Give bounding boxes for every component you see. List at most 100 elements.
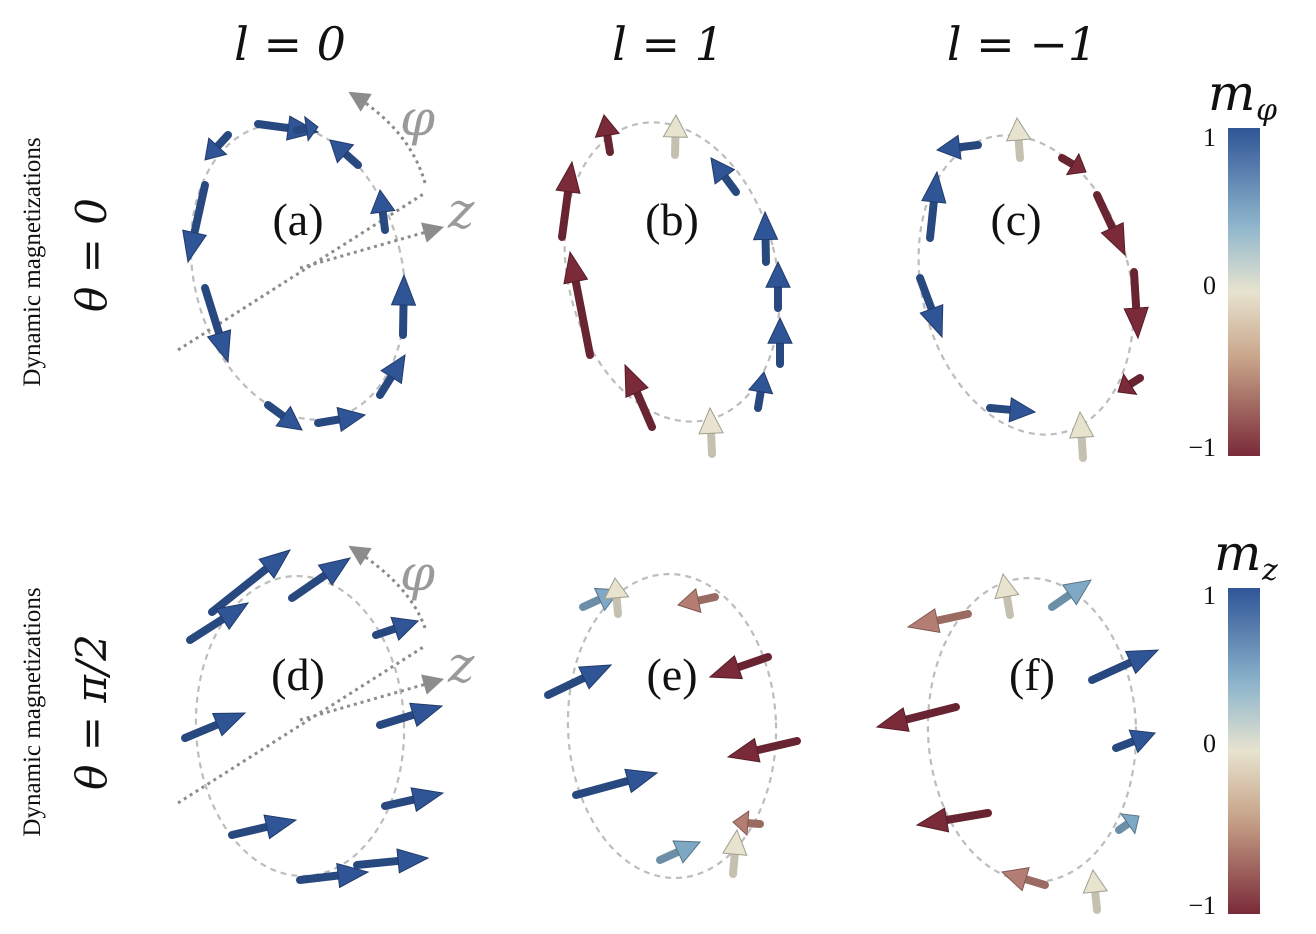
magnetization-arrow-c: [935, 134, 982, 160]
magnetization-arrow-e: [656, 840, 702, 864]
magnetization-arrow-c: [1005, 116, 1032, 162]
colorbar1-mid-label: 0: [1203, 271, 1216, 300]
magnetization-arrow-b: [594, 114, 621, 156]
phi-label-d: φ: [400, 544, 435, 602]
magnetization-arrow-a: [182, 181, 209, 264]
column-header-l0: l = 0: [234, 17, 346, 71]
magnetization-arrow-e: [677, 587, 719, 614]
magnetization-arrow-d: [353, 848, 430, 874]
z-label-a: z: [447, 182, 475, 240]
magnetization-arrow-f: [1088, 649, 1160, 684]
panel-label-b: (b): [645, 194, 699, 245]
ring-e: [566, 572, 778, 880]
colorbar-m-phi: m φ 1 0 −1: [1188, 64, 1277, 462]
magnetization-arrow-c: [921, 170, 947, 242]
magnetization-arrow-a: [390, 273, 417, 339]
magnetization-arrow-b: [765, 260, 791, 312]
z-axis-arrow-a: [299, 222, 445, 270]
magnetization-arrow-c: [1117, 373, 1144, 396]
colorbar-m-z: m z 1 0 −1: [1188, 524, 1278, 920]
magnetization-arrow-d: [296, 862, 370, 889]
z-label-d: z: [447, 636, 475, 694]
panel-label-e: (e): [646, 649, 697, 700]
colorbar1-symbol: m: [1208, 64, 1255, 122]
phi-label-a: φ: [400, 89, 435, 147]
magnetization-arrow-f: [1000, 867, 1049, 892]
ring-a: [189, 123, 407, 421]
magnetization-arrow-f: [994, 572, 1020, 619]
axes-d: [177, 545, 445, 805]
magnetization-arrow-a: [293, 115, 319, 142]
row2-theta-label: θ = π/2: [67, 634, 116, 790]
panel-label-f: (f): [1009, 649, 1055, 700]
column-header-l1: l = 1: [612, 17, 724, 71]
magnetization-arrow-a: [201, 284, 232, 364]
colorbar1-min-label: −1: [1188, 433, 1216, 462]
column-header-lminus1: l = −1: [947, 17, 1097, 71]
magnetization-arrow-b: [563, 250, 594, 359]
magnetization-arrow-d: [186, 602, 250, 644]
row1-side-label: Dynamic magnetizations: [19, 137, 46, 386]
magnetization-arrow-c: [1123, 268, 1149, 340]
magnetization-arrow-a: [370, 188, 396, 234]
magnetization-arrow-d: [181, 712, 247, 742]
colorbar1-max-label: 1: [1203, 123, 1216, 152]
ring-c: [917, 134, 1135, 436]
z-axis-arrow-d: [299, 674, 445, 722]
ring-f: [926, 576, 1138, 884]
magnetization-arrow-e: [732, 810, 764, 837]
colorbar2-subscript: z: [1261, 553, 1278, 588]
phi-axis-arrow-d: [348, 545, 427, 629]
magnetization-arrow-e: [708, 653, 772, 680]
magnetization-arrow-f: [906, 608, 972, 633]
magnetization-arrow-b: [555, 160, 581, 241]
magnetization-arrow-d: [372, 616, 420, 642]
magnetization-arrow-d: [288, 557, 352, 602]
magnetization-arrow-f: [1115, 813, 1140, 835]
magnetization-arrow-a: [376, 353, 406, 399]
magnetization-arrow-a: [314, 406, 367, 433]
magnetization-arrow-b: [710, 157, 740, 196]
magnetization-arrow-d: [376, 702, 444, 729]
magnetization-arrow-d: [208, 549, 292, 616]
magnetization-arrow-e: [544, 664, 613, 699]
magnetization-arrow-f: [1112, 729, 1157, 754]
magnetization-arrow-b: [752, 210, 779, 266]
magnetization-arrow-b: [767, 316, 793, 368]
magnetization-arrow-a: [329, 139, 362, 169]
magnetization-arrow-b: [747, 371, 774, 412]
magnetization-arrow-c: [1058, 152, 1087, 176]
axes-a: [177, 91, 445, 352]
magnetization-arrow-c: [1093, 191, 1126, 257]
row2-side-label: Dynamic magnetizations: [19, 587, 46, 836]
magnetization-arrow-a: [204, 131, 232, 161]
magnetization-arrow-c: [986, 397, 1037, 423]
magnetization-arrow-f: [1048, 579, 1092, 611]
magnetization-arrow-f: [875, 703, 960, 732]
colorbar1-subscript: φ: [1256, 93, 1277, 128]
colorbar2-gradient: [1228, 588, 1260, 914]
magnetization-arrow-e: [603, 577, 630, 618]
magnetization-arrow-c: [1068, 410, 1095, 462]
magnetization-arrows: [181, 113, 1160, 914]
panel-label-d: (d): [271, 649, 325, 700]
magnetization-arrow-d: [228, 814, 298, 840]
magnetization-arrow-b: [662, 113, 689, 159]
colorbar2-max-label: 1: [1203, 581, 1216, 610]
panel-label-c: (c): [990, 194, 1041, 245]
magnetization-arrow-a: [264, 401, 303, 431]
magnetization-arrow-e: [726, 737, 801, 763]
magnetization-arrow-b: [624, 363, 656, 431]
colorbar2-mid-label: 0: [1203, 729, 1216, 758]
magnetization-arrow-f: [915, 807, 992, 833]
magnetization-arrow-e: [572, 768, 659, 799]
magnetization-arrow-f: [1082, 868, 1109, 914]
magnetization-arrow-e: [722, 828, 748, 878]
panel-label-a: (a): [272, 194, 323, 245]
colorbar2-min-label: −1: [1188, 891, 1216, 920]
row1-theta-label: θ = 0: [67, 198, 116, 312]
magnetization-arrow-d: [381, 787, 445, 813]
magnetization-arrow-b: [698, 406, 724, 458]
colorbar2-symbol: m: [1214, 524, 1261, 582]
